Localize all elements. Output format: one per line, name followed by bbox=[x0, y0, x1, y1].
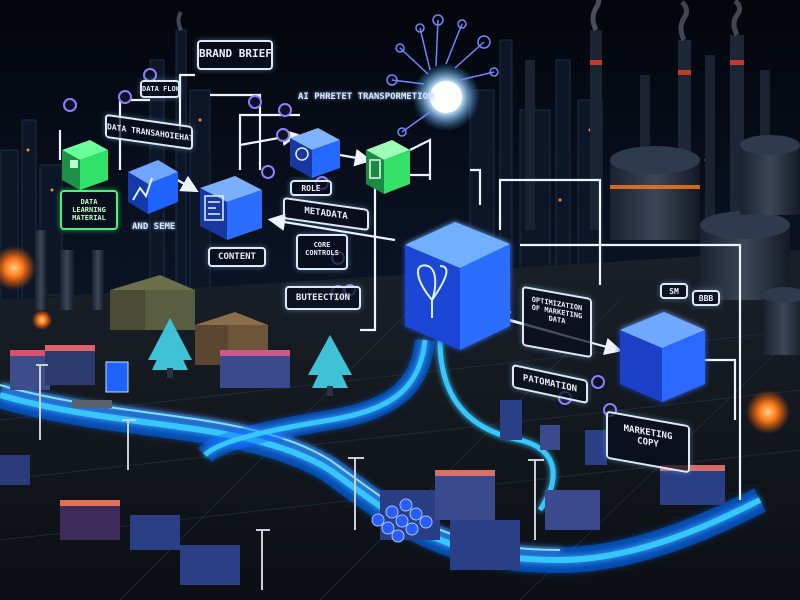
street-light-glow bbox=[32, 310, 52, 330]
data-flow-sign: DATA FLOW SHEET bbox=[140, 80, 180, 98]
street-lamps bbox=[36, 364, 544, 590]
and-seme-label: AND SEME bbox=[132, 222, 176, 232]
role-sign: ROLE bbox=[290, 180, 332, 196]
server-spheres bbox=[371, 498, 433, 543]
ai-cube-1 bbox=[290, 128, 340, 178]
ai-transformation-label: AI PHRETET TRANSPORMETION bbox=[298, 92, 434, 102]
distribution-sign: BUTEECTION bbox=[285, 286, 361, 310]
street-light-glow bbox=[746, 390, 790, 434]
optimization-sign: OPTIMIZATION OF MARKETING DATA bbox=[522, 285, 592, 359]
tree-icon bbox=[148, 318, 352, 396]
butterfly-icon bbox=[417, 264, 448, 318]
ai-cube-2 bbox=[366, 140, 410, 194]
logo-cube bbox=[620, 312, 705, 402]
chart-icon bbox=[132, 177, 153, 201]
core-controls-sign: CORE CONTROLS bbox=[296, 234, 348, 270]
brand-brief-sign: BRAND BRIEF bbox=[197, 40, 273, 70]
dashboard-icon bbox=[204, 195, 224, 221]
storage-tanks bbox=[35, 135, 800, 355]
central-cube bbox=[405, 222, 510, 350]
content-sign: CONTENT bbox=[208, 247, 266, 267]
workstation bbox=[72, 361, 129, 408]
data-learning-sign: DATA LEARNING MATERIAL bbox=[60, 190, 118, 230]
sm-tag: SM bbox=[660, 283, 688, 299]
network-icon bbox=[386, 14, 499, 137]
data-cube-green bbox=[62, 140, 108, 190]
bbb-tag: BBB bbox=[692, 290, 720, 306]
street-light-glow bbox=[0, 246, 36, 290]
